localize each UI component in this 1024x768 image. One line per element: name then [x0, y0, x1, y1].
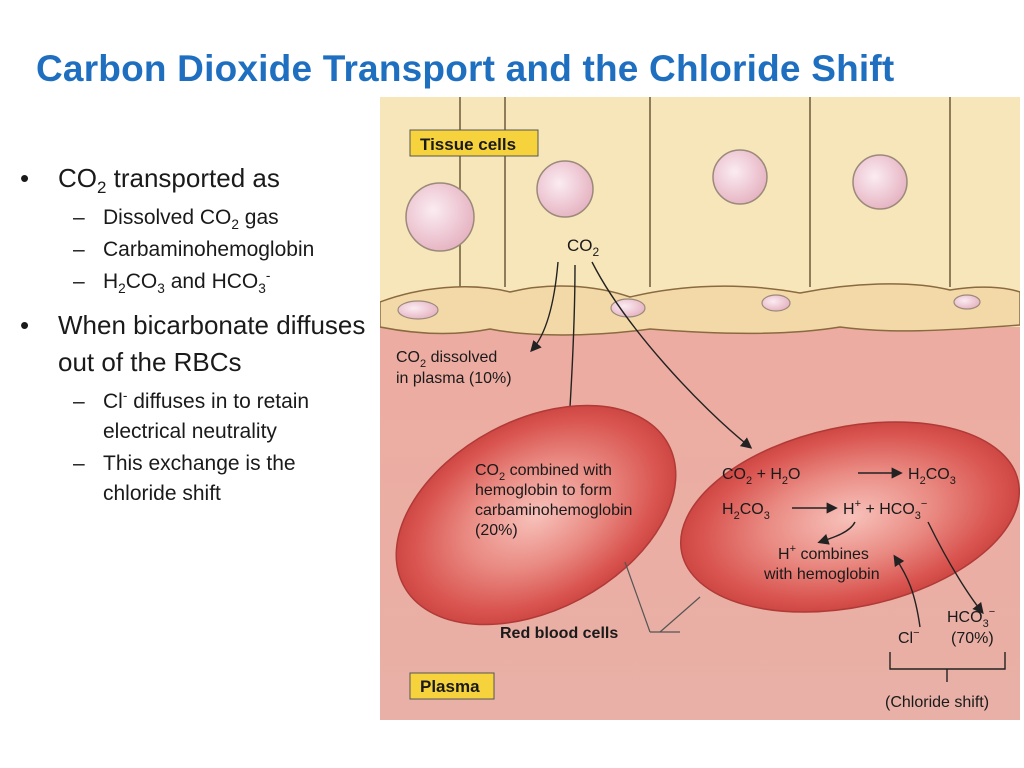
red-blood-cell-left: [395, 404, 677, 626]
sub-bullet-exchange: –This exchange is the chloride shift: [73, 452, 296, 505]
arrow-hplus: [817, 521, 856, 545]
carbamino-line-4: (20%): [475, 522, 518, 539]
bullet-co2-transported: •CO2 transported as: [20, 163, 280, 198]
hplus-line-2: with hemoglobin: [763, 566, 880, 583]
co2-transport-diagram: Tissue cells CO2 CO2 dissolved in plasma…: [380, 97, 1020, 720]
tissue-nucleus: [405, 182, 475, 252]
equation-co2-h2o: CO2 + H2O: [722, 466, 801, 487]
red-blood-cell-right: [679, 421, 1020, 613]
arrow-cl-in: [893, 554, 921, 628]
tissue-nucleus: [852, 154, 908, 210]
hco3-percent: (70%): [951, 630, 994, 647]
endothelial-nucleus: [761, 294, 791, 312]
plasma-label: Plasma: [420, 677, 480, 696]
endothelium: [380, 283, 1020, 336]
carbamino-line-1: CO2 combined with: [475, 462, 612, 483]
endothelial-nucleus: [397, 300, 439, 320]
arrow-to-rbc2: [591, 261, 753, 449]
bullet-bicarbonate-diffuses: •When bicarbonate diffuses out of the RB…: [20, 310, 366, 377]
endothelial-nucleus: [953, 294, 981, 310]
tissue-nucleus: [536, 160, 594, 218]
endothelial-nucleus: [610, 298, 646, 318]
co2-dissolved-label-2: in plasma (10%): [396, 370, 512, 387]
sub-bullet-carbamino: –Carbaminohemoglobin: [73, 238, 315, 261]
arrow-to-plasma: [530, 261, 559, 353]
plasma-label-box: [409, 672, 495, 700]
carbamino-line-3: carbaminohemoglobin: [475, 502, 632, 519]
tissue-nucleus: [712, 149, 768, 205]
sub-bullet-bicarbonate: –H2CO3 and HCO3-: [73, 268, 271, 297]
arrow-hco3-out: [927, 521, 984, 615]
bullet-list: •CO2 transported as –Dissolved CO2 gas –…: [18, 160, 373, 511]
carbamino-line-2: hemoglobin to form: [475, 482, 612, 499]
tissue-cells-label: Tissue cells: [420, 135, 516, 154]
tissue-label-box: [409, 129, 539, 157]
page-title: Carbon Dioxide Transport and the Chlorid…: [36, 48, 895, 89]
chloride-shift-label: (Chloride shift): [885, 694, 989, 711]
co2-source-label: CO2: [567, 236, 600, 259]
rbc-pointer-lines: [624, 561, 701, 633]
hplus-line-1: H+ combines: [778, 543, 869, 563]
sub-bullet-dissolved: –Dissolved CO2 gas: [73, 206, 279, 233]
rbc-label: Red blood cells: [500, 625, 618, 642]
sub-bullet-chloride: –Cl- diffuses in to retain electrical ne…: [73, 388, 310, 443]
